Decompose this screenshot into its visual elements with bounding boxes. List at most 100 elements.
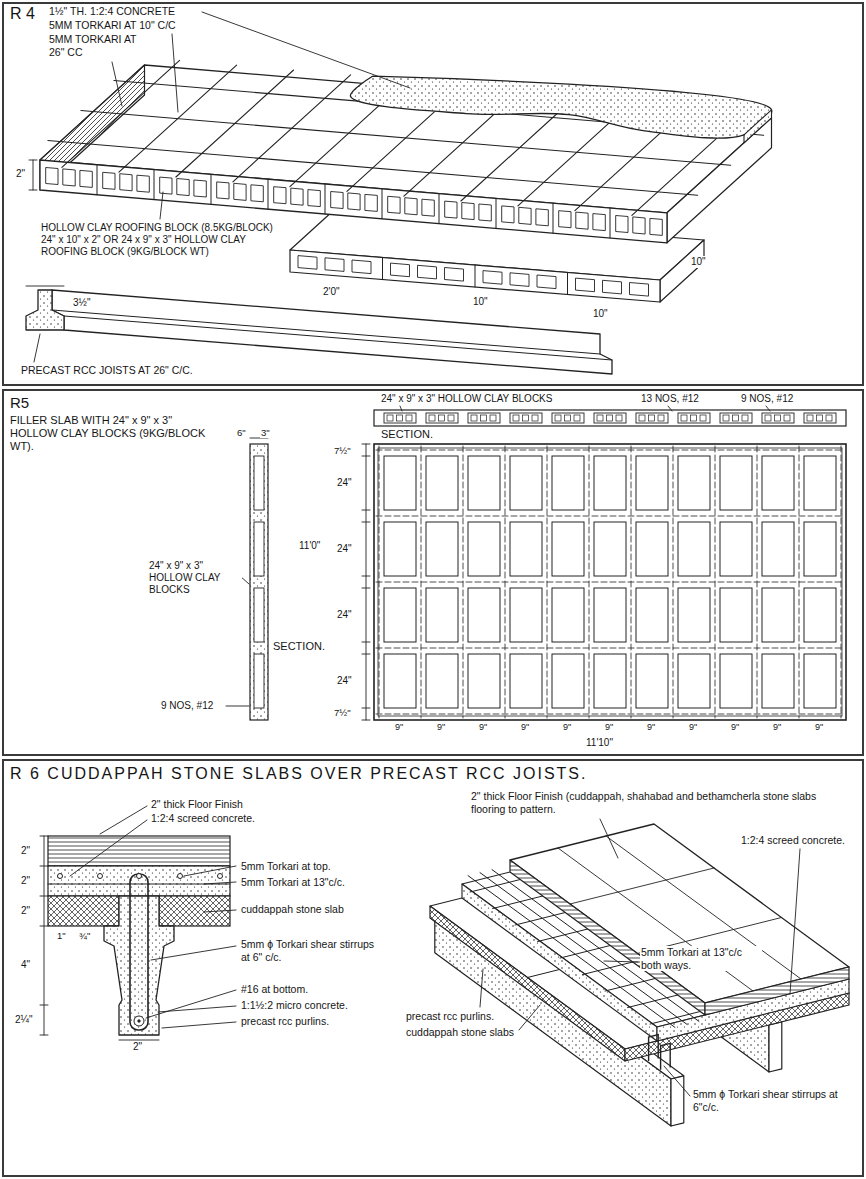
callout-note: 2" thick Floor Finish (150, 798, 244, 811)
dimension-line (119, 1040, 159, 1041)
block-joint (325, 184, 326, 214)
block-hollow (348, 193, 360, 210)
block-hollow (650, 218, 662, 235)
hollow-clay-block (426, 522, 458, 576)
callout-note: 5MM TORKARI AT 26" CC (48, 33, 142, 58)
floor-finish-side (705, 967, 849, 1015)
hollow-clay-block (468, 588, 500, 642)
dimension-label: 2" (20, 845, 31, 857)
block-hollow (406, 415, 412, 421)
block-hollow (308, 190, 320, 207)
block-hollow (217, 182, 229, 199)
hollow-block-section (636, 413, 668, 423)
flooring-joint (570, 868, 714, 904)
joist-section (26, 290, 64, 330)
dimension-tick (40, 1005, 48, 1006)
torkari-bar (178, 874, 183, 879)
dimension-tick (362, 522, 370, 523)
block-hollow (445, 268, 464, 282)
block-hollow (784, 415, 790, 421)
block-hollow (194, 180, 206, 197)
dimension-label: 9" (688, 722, 698, 733)
block-hollow (658, 415, 664, 421)
block-hollow (775, 415, 781, 421)
panel-subtitle: FILLER SLAB WITH 24" x 9" x 3" HOLLOW CL… (8, 414, 217, 454)
shear-stirrup (661, 1043, 671, 1069)
block-hollow (807, 415, 813, 421)
block-joint (553, 203, 554, 233)
purlin-end (671, 1076, 684, 1126)
hollow-clay-block (804, 522, 836, 576)
block-hollow (649, 415, 655, 421)
precast-purlin (104, 896, 174, 1035)
block-joint (567, 273, 568, 295)
dimension-label: 9" (772, 722, 782, 733)
hollow-clay-block (384, 456, 416, 510)
callout-note: 1:2:4 screed concrete. (150, 812, 256, 825)
callout-note: 9 NOS, #12 (740, 393, 794, 405)
joist-edge (52, 310, 600, 354)
dimension-tick (40, 866, 48, 867)
dimension-label: 3½" (72, 297, 91, 309)
hollow-clay-block (468, 522, 500, 576)
block-joint (211, 174, 212, 204)
hollow-block-section (720, 413, 752, 423)
block-hollow (513, 415, 519, 421)
leader-line (604, 961, 638, 962)
dimension-tick (362, 456, 370, 457)
torkari-bar (628, 995, 679, 1008)
torkari-bar (650, 1011, 701, 1024)
block-hollow (274, 187, 286, 204)
dimension-tick (362, 642, 370, 643)
hollow-block-section (678, 413, 710, 423)
hollow-clay-block (594, 456, 626, 510)
hollow-clay-block (720, 654, 752, 708)
callout-note: 1:2:4 screed concrete. (740, 834, 846, 847)
hollow-clay-block (804, 654, 836, 708)
dimension-label: 10" (690, 256, 707, 268)
hollow-block-section (468, 413, 500, 423)
hollow-clay-block (594, 654, 626, 708)
block-hollow (418, 265, 437, 279)
panel-title: R 4 (8, 4, 37, 23)
leader-line (151, 946, 236, 960)
flooring-joint (558, 848, 753, 991)
block-hollow (387, 415, 393, 421)
rib-bar (376, 516, 844, 517)
block-hollow (559, 211, 571, 228)
leader-line (519, 1005, 540, 1030)
block-hollow (103, 172, 115, 189)
block-joint (496, 198, 497, 228)
hollow-clay-block (720, 522, 752, 576)
block-slot (254, 522, 264, 576)
torkari-bar (560, 945, 611, 958)
leader-line (158, 1006, 236, 1012)
block-hollow (234, 183, 246, 200)
callout-note: cuddappah stone slabs (405, 1026, 515, 1039)
block-hollow (251, 185, 263, 202)
leader-line (160, 192, 163, 219)
dimension-tick (362, 576, 370, 577)
hollow-clay-block (594, 588, 626, 642)
block-hollow (519, 207, 531, 224)
dimension-tick (40, 1035, 48, 1036)
leader-line (664, 1066, 690, 1096)
dimension-label: 11'10" (585, 737, 614, 749)
rib-bar (376, 714, 844, 715)
dimension-label: 2" (15, 168, 26, 180)
torkari-bar (58, 874, 63, 879)
dimension-tick (29, 190, 37, 191)
dimension-label: 2¼" (14, 1014, 33, 1026)
callout-note: 13 NOS, #12 (640, 393, 700, 405)
hollow-block-section (594, 413, 626, 423)
torkari-bar (493, 896, 544, 909)
block-slot (254, 654, 264, 708)
leader-line (204, 910, 236, 912)
rib-bar (376, 450, 844, 451)
leader-line (112, 62, 122, 106)
block-joint (439, 194, 440, 224)
block-hollow (352, 260, 371, 274)
hollow-clay-block (762, 654, 794, 708)
leader-line (766, 406, 770, 411)
block-hollow (177, 179, 189, 196)
